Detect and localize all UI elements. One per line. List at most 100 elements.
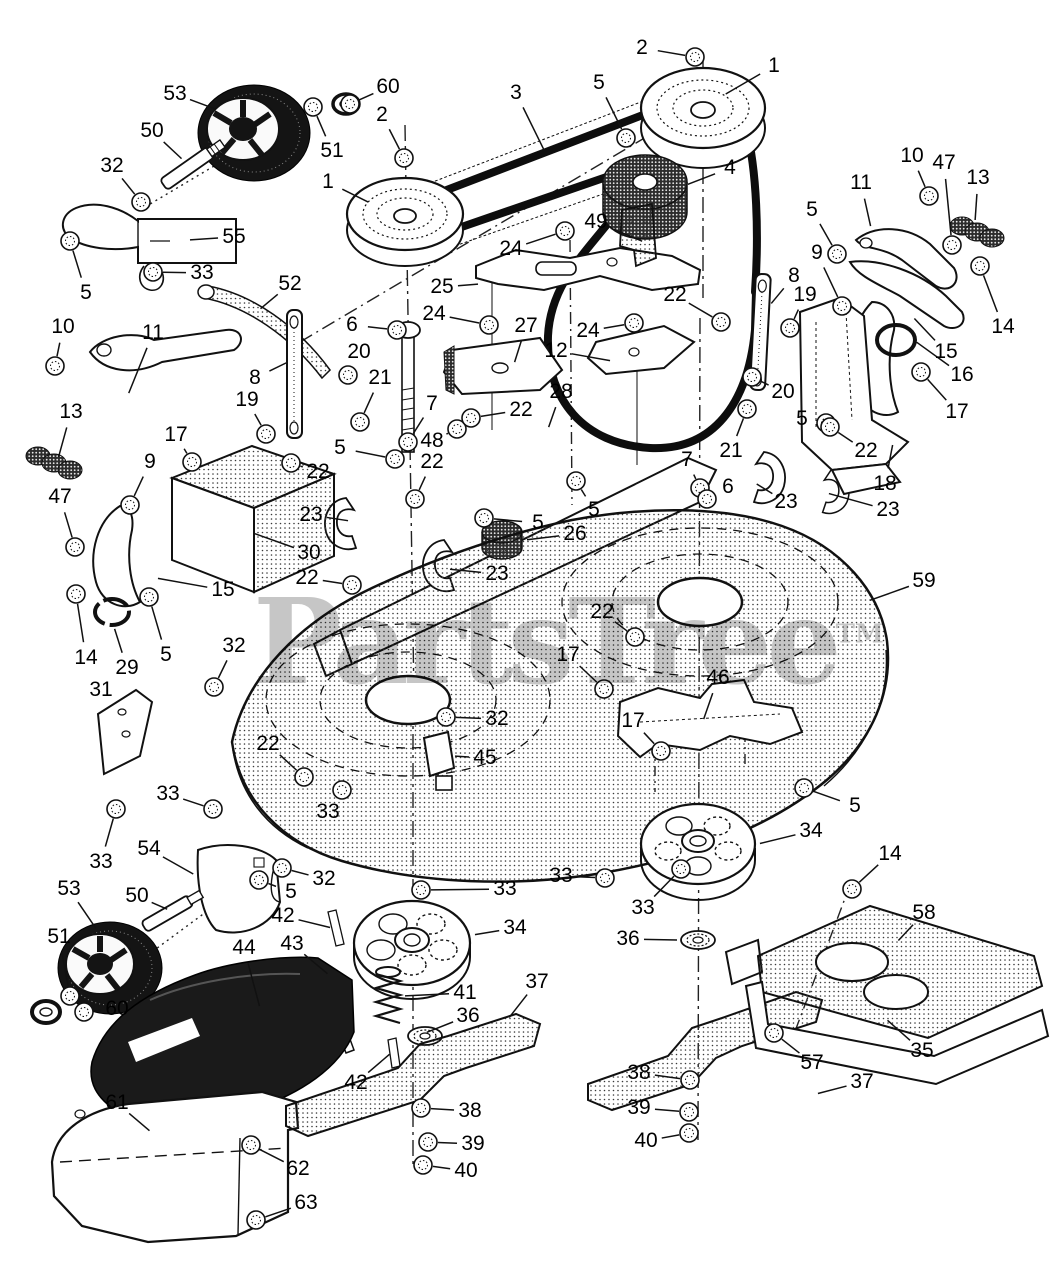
blade-37-left — [285, 1012, 542, 1138]
callout-21: 21 — [368, 366, 392, 389]
chute-bracket-35 — [744, 980, 1050, 1086]
hardware-5-glyph — [60, 231, 80, 251]
leader-line-5 — [819, 223, 833, 246]
callout-48: 48 — [420, 429, 444, 452]
leader-line-58 — [897, 924, 914, 942]
leader-line-2 — [657, 49, 686, 57]
leader-line-57 — [781, 1038, 800, 1054]
leader-line-24 — [449, 316, 480, 324]
callout-15: 15 — [934, 340, 958, 363]
hardware-21-glyph — [737, 399, 757, 419]
callout-61: 61 — [105, 1091, 129, 1114]
leader-line-59 — [869, 585, 910, 602]
hardware-33-glyph — [332, 780, 352, 800]
hardware-5-glyph — [385, 449, 405, 469]
spring-41 — [372, 966, 404, 1025]
callout-23: 23 — [774, 490, 798, 513]
idler-arm-11-right — [848, 228, 965, 330]
leader-line-60 — [358, 92, 374, 101]
hardware-22-glyph — [405, 489, 425, 509]
leader-line-61 — [128, 1112, 150, 1132]
hardware-17-glyph — [182, 452, 202, 472]
leader-line-46 — [702, 692, 714, 720]
pin-42-top — [327, 909, 345, 947]
callout-20: 20 — [347, 340, 371, 363]
leader-line-24 — [603, 323, 625, 329]
gauge-wheel-53-bottom — [57, 921, 163, 1015]
leader-line-5 — [355, 450, 386, 458]
leader-line-28 — [547, 406, 557, 428]
hardware-22-glyph — [625, 627, 645, 647]
callout-22: 22 — [854, 439, 878, 462]
callout-6: 6 — [722, 475, 734, 498]
hardware-5-glyph — [249, 870, 269, 890]
leader-line-33 — [104, 818, 114, 847]
leader-line-4 — [687, 173, 716, 185]
leader-line-1 — [725, 73, 761, 95]
callout-55: 55 — [222, 225, 246, 248]
leader-line-44 — [247, 963, 261, 1007]
leader-line-25 — [457, 283, 479, 287]
callout-35: 35 — [910, 1039, 934, 1062]
leader-line-43 — [303, 953, 328, 975]
leader-line-11 — [863, 198, 872, 227]
leader-line-60 — [93, 1009, 102, 1012]
hardware-47-glyph — [65, 537, 85, 557]
leader-line-63 — [265, 1207, 292, 1218]
callout-5: 5 — [285, 880, 297, 903]
callout-60: 60 — [105, 997, 129, 1020]
leader-line-23 — [828, 492, 873, 507]
callout-63: 63 — [294, 1191, 318, 1214]
leader-line-15 — [913, 317, 936, 341]
leader-line-5 — [605, 97, 623, 130]
hardware-10-glyph — [45, 356, 65, 376]
callout-22: 22 — [663, 283, 687, 306]
hardware-6-glyph — [387, 320, 407, 340]
leader-line-54 — [162, 856, 194, 875]
leader-line-33 — [430, 888, 490, 891]
hardware-22-glyph — [342, 575, 362, 595]
leader-line-22 — [837, 431, 854, 443]
callout-36: 36 — [616, 927, 640, 950]
leader-line-22 — [300, 465, 304, 468]
hardware-63-glyph — [246, 1210, 266, 1230]
callout-5: 5 — [588, 498, 600, 521]
leader-line-13 — [57, 427, 68, 458]
leader-line-40 — [432, 1165, 451, 1170]
leader-line-33 — [653, 875, 675, 898]
leader-line-5 — [268, 882, 277, 888]
hardware-57-glyph — [764, 1023, 784, 1043]
callout-24: 24 — [422, 302, 446, 325]
callout-38: 38 — [458, 1099, 482, 1122]
callout-26: 26 — [563, 522, 587, 545]
hardware-19-glyph — [780, 318, 800, 338]
ring-16 — [875, 323, 917, 357]
callout-7: 7 — [681, 448, 693, 471]
leader-line-19 — [793, 309, 800, 320]
hardware-33-glyph — [143, 262, 163, 282]
hardware-51-glyph — [303, 97, 323, 117]
gauge-wheel-53-top — [197, 84, 311, 182]
leader-line-48 — [446, 432, 449, 435]
callout-5: 5 — [334, 436, 346, 459]
leader-line-23 — [449, 568, 482, 574]
hardware-40-glyph — [679, 1123, 699, 1143]
leader-line-22 — [688, 302, 713, 318]
leader-line-22 — [614, 621, 628, 632]
leader-line-47 — [944, 178, 952, 236]
washer-36-right — [680, 930, 716, 950]
hardware-48-glyph — [447, 419, 467, 439]
shoulder-bolt-50-top — [160, 138, 227, 190]
leader-line-10 — [56, 342, 61, 357]
leader-line-2 — [388, 128, 401, 150]
callout-14: 14 — [878, 842, 902, 865]
leader-line-17 — [579, 665, 598, 683]
callout-5: 5 — [80, 281, 92, 304]
leader-line-24 — [525, 233, 556, 245]
hardware-14-glyph — [842, 879, 862, 899]
leader-line-45 — [454, 755, 470, 758]
hardware-60-glyph — [74, 1002, 94, 1022]
link-15-left — [92, 504, 142, 608]
callout-20: 20 — [771, 380, 795, 403]
